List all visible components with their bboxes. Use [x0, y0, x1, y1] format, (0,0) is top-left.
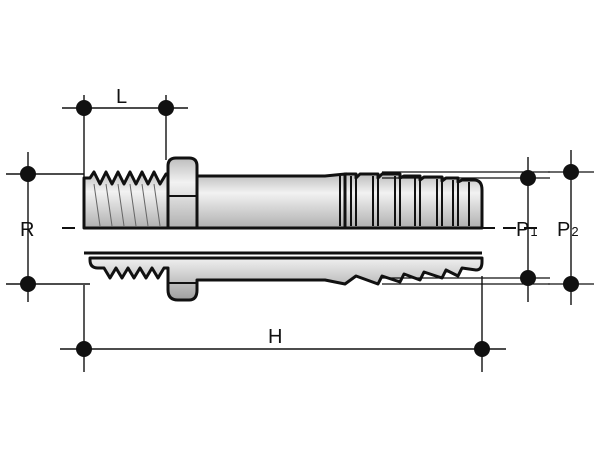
label-P2-sub: 2	[571, 224, 578, 239]
dimension-R: R	[6, 152, 90, 302]
dim-L-right-dot	[158, 100, 174, 116]
dim-P2-bottom-dot	[563, 276, 579, 292]
label-P1: P1	[516, 219, 538, 241]
dim-H-left-dot	[76, 341, 92, 357]
dim-R-bottom-dot	[20, 276, 36, 292]
wall-section	[88, 256, 484, 302]
fitting-lower-half	[84, 251, 484, 302]
dim-H-right-dot	[474, 341, 490, 357]
fitting-upper-half	[82, 156, 484, 230]
barb-ridges	[339, 176, 470, 226]
label-P1-main: P	[516, 219, 529, 241]
hex-flange-top	[166, 156, 199, 230]
label-P2: P2	[557, 219, 579, 241]
dim-L-left-dot	[76, 100, 92, 116]
dimension-H: H	[60, 276, 506, 372]
dim-P1-top-dot	[520, 170, 536, 186]
dimension-L: L	[62, 86, 188, 180]
dimension-P1: P1	[382, 157, 550, 302]
dim-R-top-dot	[20, 166, 36, 182]
label-P1-sub: 1	[530, 224, 537, 239]
thread-flanks	[93, 183, 161, 227]
dim-P2-top-dot	[563, 164, 579, 180]
label-P2-main: P	[557, 219, 570, 241]
label-H: H	[268, 326, 282, 348]
label-R: R	[20, 219, 34, 241]
dim-P1-bottom-dot	[520, 270, 536, 286]
dimension-P2: P2	[548, 150, 594, 305]
label-L: L	[116, 86, 127, 108]
barb-top	[343, 172, 484, 230]
shank-top	[195, 172, 347, 230]
